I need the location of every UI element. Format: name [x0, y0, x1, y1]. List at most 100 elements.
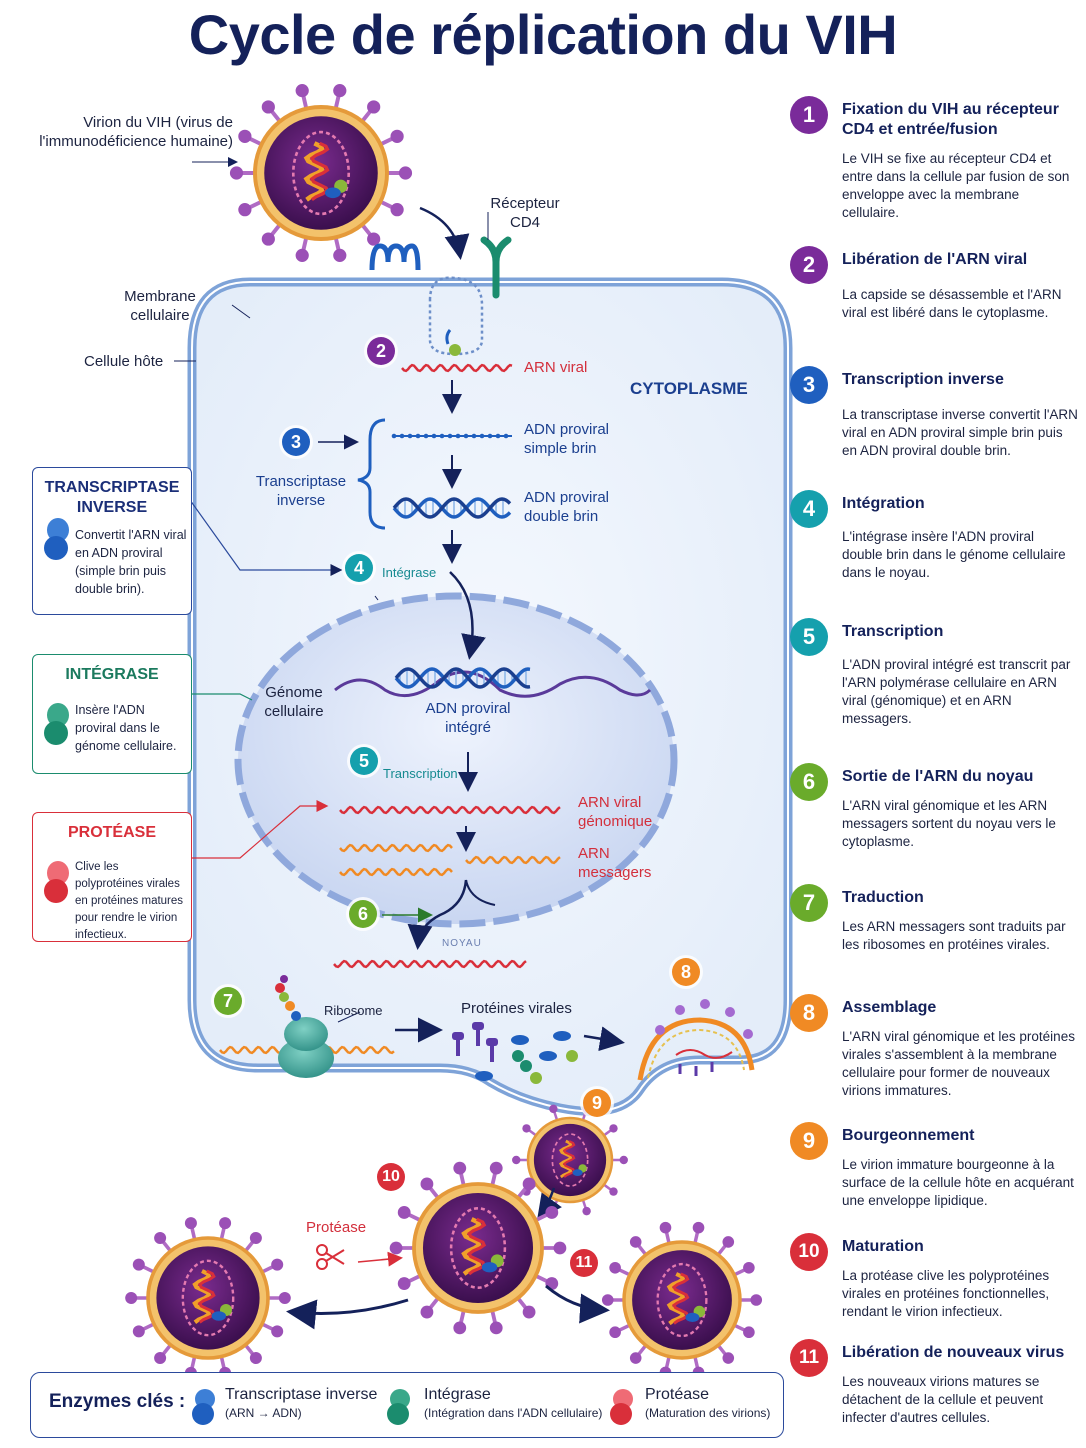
step-number-badge: 9 — [790, 1122, 828, 1160]
viral-proteins — [452, 1022, 578, 1084]
step-description: Les nouveaux virions matures se détachen… — [842, 1374, 1044, 1425]
diagram-step-4: 4 — [345, 554, 373, 582]
viral-rna-strand — [401, 363, 513, 373]
enzyme-box-transcriptase: TRANSCRIPTASE INVERSE Convertit l'ARN vi… — [32, 467, 192, 615]
single-strand-dna — [391, 433, 512, 439]
double-strand-dna — [392, 497, 512, 519]
entry-vesicle — [428, 276, 484, 356]
step-number-badge: 2 — [790, 246, 828, 284]
step-title: Assemblage — [842, 999, 937, 1016]
receptor-spring — [369, 243, 421, 271]
diagram-step-11: 11 — [570, 1249, 598, 1277]
cytoplasm-label: CYTOPLASME — [630, 379, 748, 398]
step-description: L'ARN viral génomique et les protéines v… — [842, 1029, 1075, 1098]
proteins-label: Protéines virales — [461, 1000, 572, 1017]
step-title: Intégration — [842, 495, 925, 512]
step-title: Transcription — [842, 623, 944, 640]
membrane-label: Membrane cellulaire — [124, 288, 196, 324]
nucleus-label: NOYAU — [442, 938, 482, 949]
ribosome-label: Ribosome — [324, 1003, 383, 1018]
maturing-virion — [389, 1161, 567, 1335]
legend-item-name: Protéase — [645, 1386, 710, 1403]
step-number-badge: 1 — [790, 96, 828, 134]
diagram-step-2: 2 — [367, 337, 395, 365]
diagram-step-7: 7 — [214, 987, 242, 1015]
step-number-badge: 4 — [790, 490, 828, 528]
step-description: L'intégrase insère l'ADN proviral double… — [842, 529, 1066, 580]
cellular-genome — [334, 670, 652, 698]
step-title: Maturation — [842, 1238, 924, 1255]
protease-legend-icon — [610, 1389, 633, 1425]
protease-blob-icon — [44, 861, 69, 903]
legend-item-detail: (Maturation des virions) — [645, 1406, 771, 1420]
step-description: Le virion immature bourgeonne à la surfa… — [842, 1157, 1074, 1208]
step-description: L'ADN proviral intégré est transcrit par… — [842, 657, 1071, 726]
diagram-step-9: 9 — [583, 1089, 611, 1117]
scissors-icon — [316, 1244, 345, 1270]
budding-virion — [512, 1104, 628, 1216]
step-title: Libération de l'ARN viral — [842, 251, 1028, 268]
released-virion-right — [601, 1221, 763, 1379]
rt-bracket — [357, 418, 386, 530]
ss-dna-label: ADN proviral simple brin — [524, 421, 610, 457]
step-description: Le VIH se fixe au récepteur CD4 et entre… — [842, 151, 1070, 220]
step-description: L'ARN viral génomique et les ARN message… — [842, 798, 1056, 849]
enzyme-box-text: Convertit l'ARN viral en ADN proviral (s… — [75, 528, 187, 596]
page-title: Cycle de réplication du VIH — [188, 3, 898, 66]
step-number-badge: 8 — [790, 994, 828, 1032]
step-number-badge: 7 — [790, 884, 828, 922]
enzyme-box-text: Clive les polyprotéines virales en proté… — [75, 861, 184, 941]
assembling-virion — [637, 1017, 755, 1081]
receptor-label: Récepteur CD4 — [490, 195, 560, 231]
nucleus — [234, 592, 678, 928]
integrase-blob-icon — [44, 703, 69, 745]
exported-rna-strand — [333, 959, 527, 969]
diagram-step-6: 6 — [349, 900, 377, 928]
incoming-virion — [229, 84, 413, 262]
mrna-strand-2 — [465, 855, 561, 865]
integrated-dna-label: ADN proviral intégré — [425, 700, 511, 736]
diagram-step-8: 8 — [672, 958, 700, 986]
transcriptase-legend-icon — [192, 1389, 215, 1425]
mrna-strand-1 — [339, 843, 453, 853]
integrase-legend-icon — [387, 1389, 410, 1425]
ribosome — [278, 1017, 334, 1078]
diagram-step-10: 10 — [377, 1163, 405, 1191]
step-description: La transcriptase inverse convertit l'ARN… — [842, 407, 1078, 458]
virion-label: Virion du VIH (virus de l'immunodéficien… — [39, 114, 233, 150]
legend-item-detail: (ARN → ADN) — [225, 1406, 302, 1420]
enzyme-legend: Enzymes clés : Transcriptase inverse (AR… — [30, 1372, 784, 1438]
step-description: Les ARN messagers sont traduits par les … — [842, 919, 1066, 952]
step-title: Fixation du VIH au récepteur CD4 et entr… — [842, 101, 1059, 138]
step-title: Transcription inverse — [842, 371, 1004, 388]
step-number-badge: 3 — [790, 366, 828, 404]
step-title: Libération de nouveaux virus — [842, 1344, 1065, 1361]
step-title: Bourgeonnement — [842, 1127, 975, 1144]
enzyme-box-integrase: INTÉGRASE Insère l'ADN proviral dans le … — [32, 654, 192, 774]
step-title: Traduction — [842, 889, 924, 906]
integrase-label: Intégrase — [382, 565, 437, 580]
enzyme-box-protease: PROTÉASE Clive les polyprotéines virales… — [32, 812, 192, 942]
cd4-receptor — [480, 236, 512, 299]
step-number-badge: 5 — [790, 618, 828, 656]
enzyme-box-title: PROTÉASE — [67, 824, 156, 841]
enzyme-box-text: Insère l'ADN proviral dans le génome cel… — [75, 703, 177, 753]
legend-item-detail: (Intégration dans l'ADN cellulaire) — [424, 1406, 603, 1420]
genomic-rna-strand — [339, 805, 561, 815]
diagram-step-3: 3 — [282, 428, 310, 456]
legend-title: Enzymes clés : — [49, 1391, 186, 1412]
host-cell-label: Cellule hôte — [84, 353, 164, 370]
released-virion-left — [125, 1217, 291, 1379]
integrated-proviral-dna — [394, 667, 531, 689]
enzyme-box-title: TRANSCRIPTASE INVERSE — [44, 479, 180, 516]
enzyme-box-title: INTÉGRASE — [65, 666, 159, 683]
step-number-badge: 11 — [790, 1339, 828, 1377]
genomic-rna-label: ARN viral génomique — [578, 794, 653, 830]
step-description: La capside se désassemble et l'ARN viral… — [842, 287, 1062, 320]
ds-dna-label: ADN proviral double brin — [524, 489, 610, 525]
diagram-step-5: 5 — [350, 747, 378, 775]
arn-viral-label: ARN viral — [524, 359, 588, 376]
transcription-label: Transcription — [383, 766, 458, 781]
step-description: La protéase clive les polyprotéines vira… — [842, 1268, 1050, 1319]
